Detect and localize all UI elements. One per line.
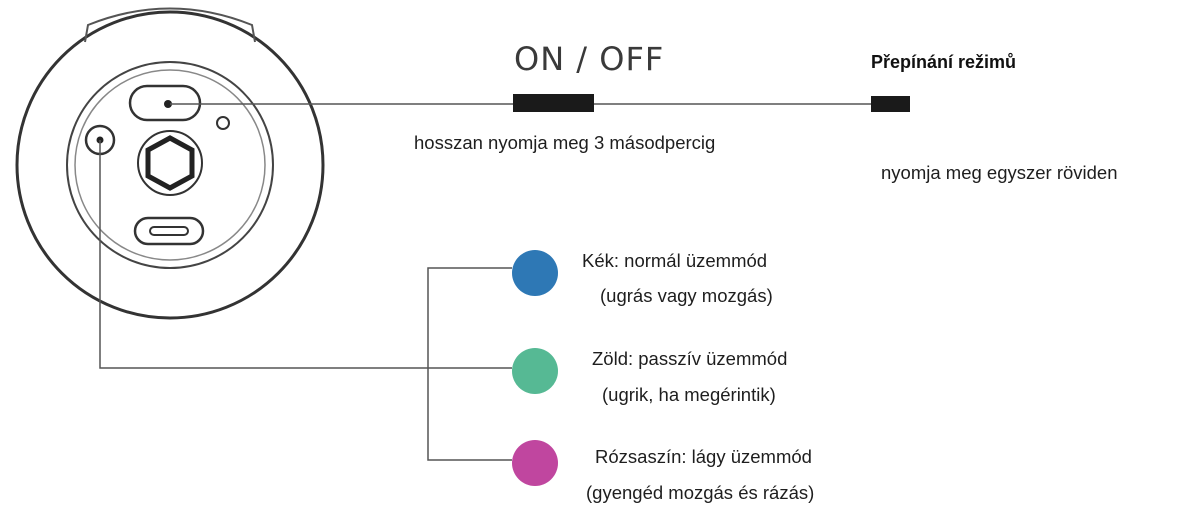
mode-detail-pink: (gyengéd mozgás és rázás) (586, 482, 815, 503)
mode-dot-blue (512, 250, 558, 296)
device-inner-ring-2 (74, 69, 266, 261)
power-button-hint: hosszan nyomja meg 3 másodpercig (414, 132, 716, 153)
mode-detail-blue: (ugrás vagy mozgás) (600, 285, 773, 306)
usb-port (133, 216, 205, 246)
power-bar-marker (513, 94, 594, 112)
mode-dot-green (512, 348, 558, 394)
pinhole (216, 116, 230, 130)
mode-title-blue: Kék: normál üzemmód (582, 250, 768, 271)
led-leader-line (99, 140, 428, 369)
hex-knob (145, 135, 195, 191)
usb-port-inner (149, 226, 189, 236)
mode-button-dot (164, 100, 172, 108)
mode-bar-marker (871, 96, 910, 112)
mode-button-title: Přepínání režimů (871, 52, 1017, 72)
device-inner-ring (66, 61, 274, 269)
mode-title-green: Zöld: passzív üzemmód (592, 348, 788, 369)
mode-bracket (427, 267, 512, 461)
power-button-title: ON / OFF (514, 40, 665, 78)
hex-knob-ring (137, 130, 203, 196)
mode-dot-pink (512, 440, 558, 486)
mode-detail-green: (ugrik, ha megérintik) (602, 384, 776, 405)
device-top-tab (84, 7, 256, 43)
mode-button-hint: nyomja meg egyszer röviden (881, 162, 1118, 183)
mode-title-pink: Rózsaszín: lágy üzemmód (595, 446, 812, 467)
